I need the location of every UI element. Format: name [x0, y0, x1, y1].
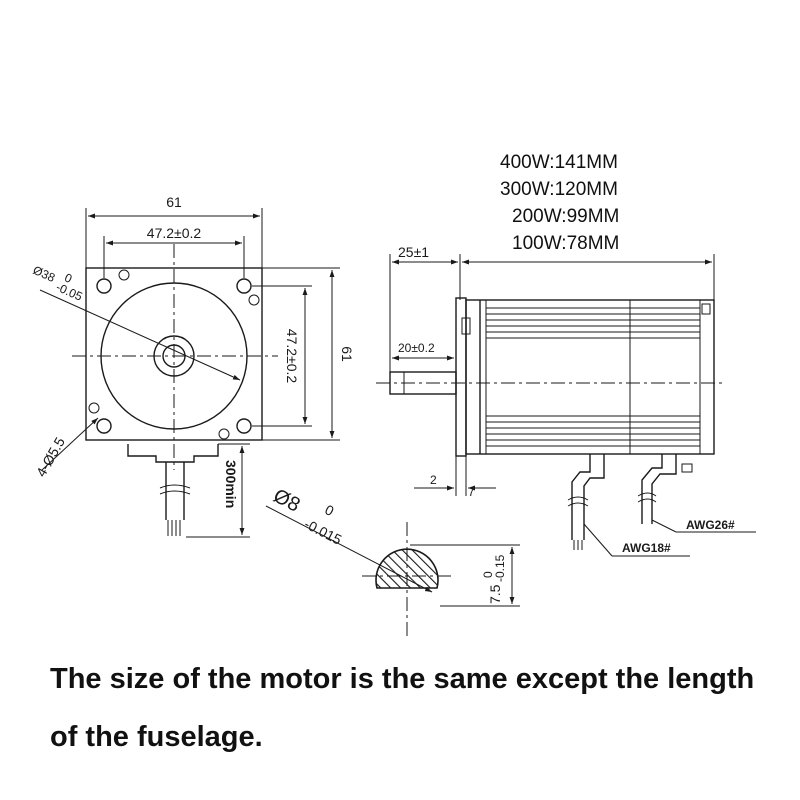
mount-hole-tl — [96, 269, 130, 294]
signal-cable — [641, 454, 677, 524]
svg-text:Ø38: Ø38 — [31, 263, 58, 285]
flat-length-label: 20±0.2 — [398, 341, 435, 355]
length-spec-list: 400W:141MM 300W:120MM 200W:99MM 100W:78M… — [500, 152, 619, 254]
flange — [455, 297, 467, 457]
svg-text:7.5: 7.5 — [487, 584, 503, 604]
svg-text:Ø8: Ø8 — [270, 485, 304, 517]
mount-hole-tr — [236, 278, 260, 306]
svg-text:0: 0 — [481, 571, 495, 578]
mount-holes-label: 4-Ø5.5 — [33, 434, 68, 479]
motor-body — [465, 299, 715, 455]
side-view: 400W:141MM 300W:120MM 200W:99MM 100W:78M… — [376, 152, 756, 557]
pilot-dia-label: Ø38 0 -0.05 — [31, 263, 85, 304]
shaft-length-label: 25±1 — [398, 244, 429, 260]
svg-text:200W:99MM: 200W:99MM — [512, 206, 619, 227]
svg-text:0: 0 — [322, 501, 336, 519]
front-view: 61 47.2±0.2 61 47.2±0.2 Ø38 0 -0.05 4-Ø5… — [31, 194, 355, 538]
front-height-label: 61 — [339, 346, 355, 362]
flange-gap-a-label: 2 — [430, 473, 437, 487]
front-cable — [165, 462, 185, 520]
signal-wire-label: AWG26# — [686, 518, 735, 532]
svg-text:300W:120MM: 300W:120MM — [500, 179, 618, 200]
svg-text:400W:141MM: 400W:141MM — [500, 152, 618, 173]
cooling-fins-top — [486, 307, 700, 339]
svg-text:-0.05: -0.05 — [54, 280, 85, 304]
power-wire-label: AWG18# — [622, 541, 671, 555]
front-width-label: 61 — [166, 194, 182, 210]
caption-text: The size of the motor is the same except… — [50, 663, 755, 753]
front-hole-spacing-v-label: 47.2±0.2 — [284, 329, 300, 384]
cable-length-label: 300min — [223, 460, 239, 508]
svg-text:-0.015: -0.015 — [302, 515, 345, 547]
motor-dimension-drawing: 61 47.2±0.2 61 47.2±0.2 Ø38 0 -0.05 4-Ø5… — [31, 152, 756, 636]
mount-hole-bl — [88, 402, 112, 434]
flat-depth-label: 7.5 0 -0.15 — [481, 554, 507, 604]
shaft-section: Ø8 0 -0.015 7.5 0 -0.15 — [265, 485, 520, 636]
flange-gap-b-label: 7 — [468, 485, 475, 499]
cooling-fins-bottom — [486, 415, 700, 447]
svg-text:-0.15: -0.15 — [493, 554, 507, 582]
front-hole-spacing-h-label: 47.2±0.2 — [147, 225, 202, 241]
mount-hole-br — [218, 418, 252, 440]
svg-text:100W:78MM: 100W:78MM — [512, 233, 619, 254]
